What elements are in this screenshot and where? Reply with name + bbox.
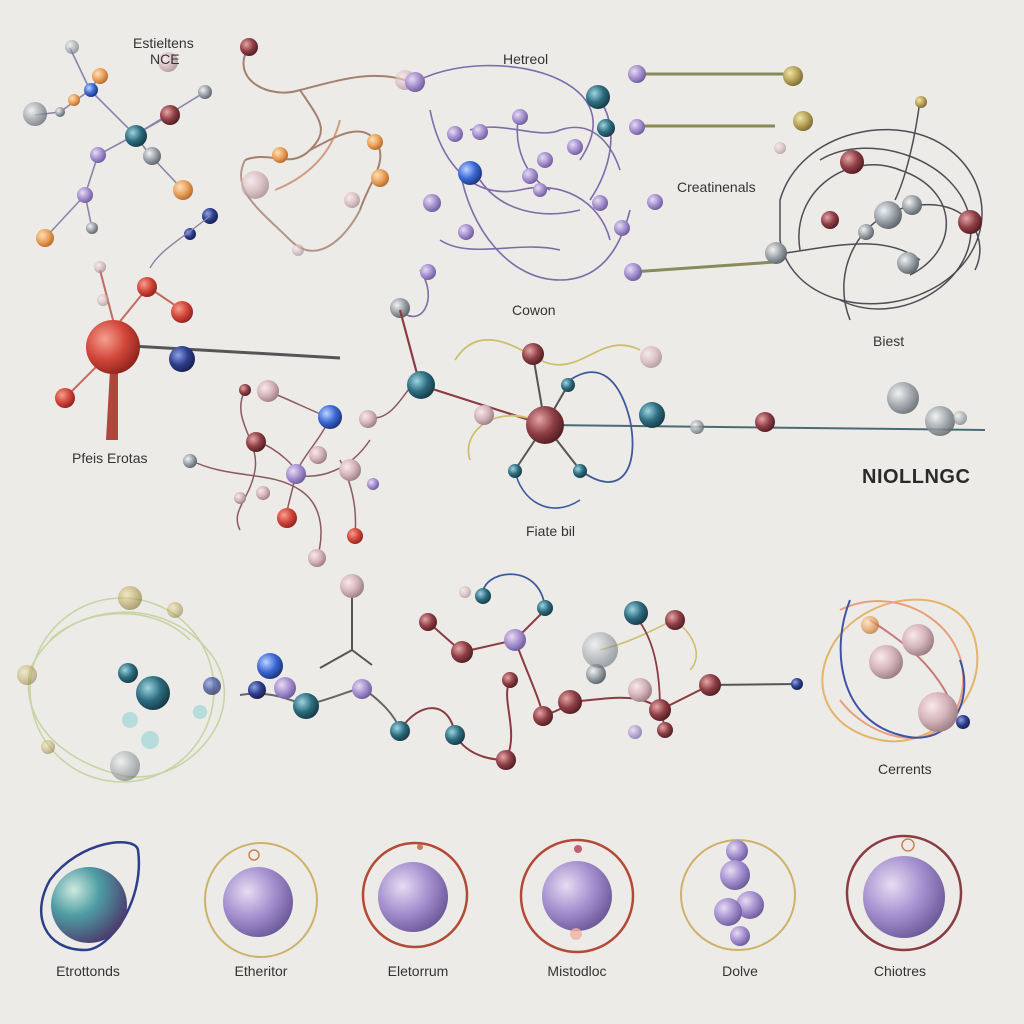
- bond-lines-top-right: [631, 72, 785, 274]
- label-atom-1: Etrottonds: [56, 963, 120, 979]
- label-atom-6: Chiotres: [874, 963, 926, 979]
- molecule-chain-bottom: [239, 573, 798, 761]
- atoms-knot-top-right: [765, 96, 982, 274]
- atoms-orbital-bottom-right: [861, 616, 970, 732]
- atom-diagram-6: [845, 834, 963, 952]
- label-top-left-sub: NCE: [150, 51, 180, 67]
- molecule-top-left: [34, 47, 206, 239]
- label-left-mid: Pfeis Erotas: [72, 450, 147, 466]
- label-atom-3: Eletorrum: [388, 963, 449, 979]
- label-top-left: Estieltens: [133, 35, 194, 51]
- molecule-red-left: [55, 261, 341, 440]
- label-atom-2: Etheritor: [235, 963, 288, 979]
- label-atom-4: Mistodloc: [547, 963, 606, 979]
- atom-diagram-5: [680, 839, 796, 951]
- label-top-center: Hetreol: [503, 51, 548, 67]
- bond-chain-left: [149, 215, 211, 269]
- label-right-mid: Biest: [873, 333, 904, 349]
- atoms-cluster-center-left: [183, 380, 379, 567]
- label-center: Cowon: [512, 302, 556, 318]
- molecule-branch-top: [240, 47, 406, 252]
- label-lower-right: Cerrents: [878, 761, 932, 777]
- atoms-chain-bottom: [248, 574, 803, 770]
- atom-diagram-3: [361, 841, 469, 949]
- atoms-branch-top: [240, 38, 415, 256]
- atom-diagram-2: [204, 842, 318, 958]
- atoms-center: [407, 343, 967, 478]
- label-center-mid: Fiate bil: [526, 523, 575, 539]
- label-title-right: NIOLLNGC: [862, 466, 970, 488]
- atom-diagram-1: [39, 841, 141, 952]
- atom-diagram-4: [519, 838, 635, 954]
- atoms-network-center: [390, 65, 813, 318]
- atoms-ring-bottom-left: [17, 586, 221, 781]
- label-atom-5: Dolve: [722, 963, 758, 979]
- label-center-right: Creatinenals: [677, 179, 756, 195]
